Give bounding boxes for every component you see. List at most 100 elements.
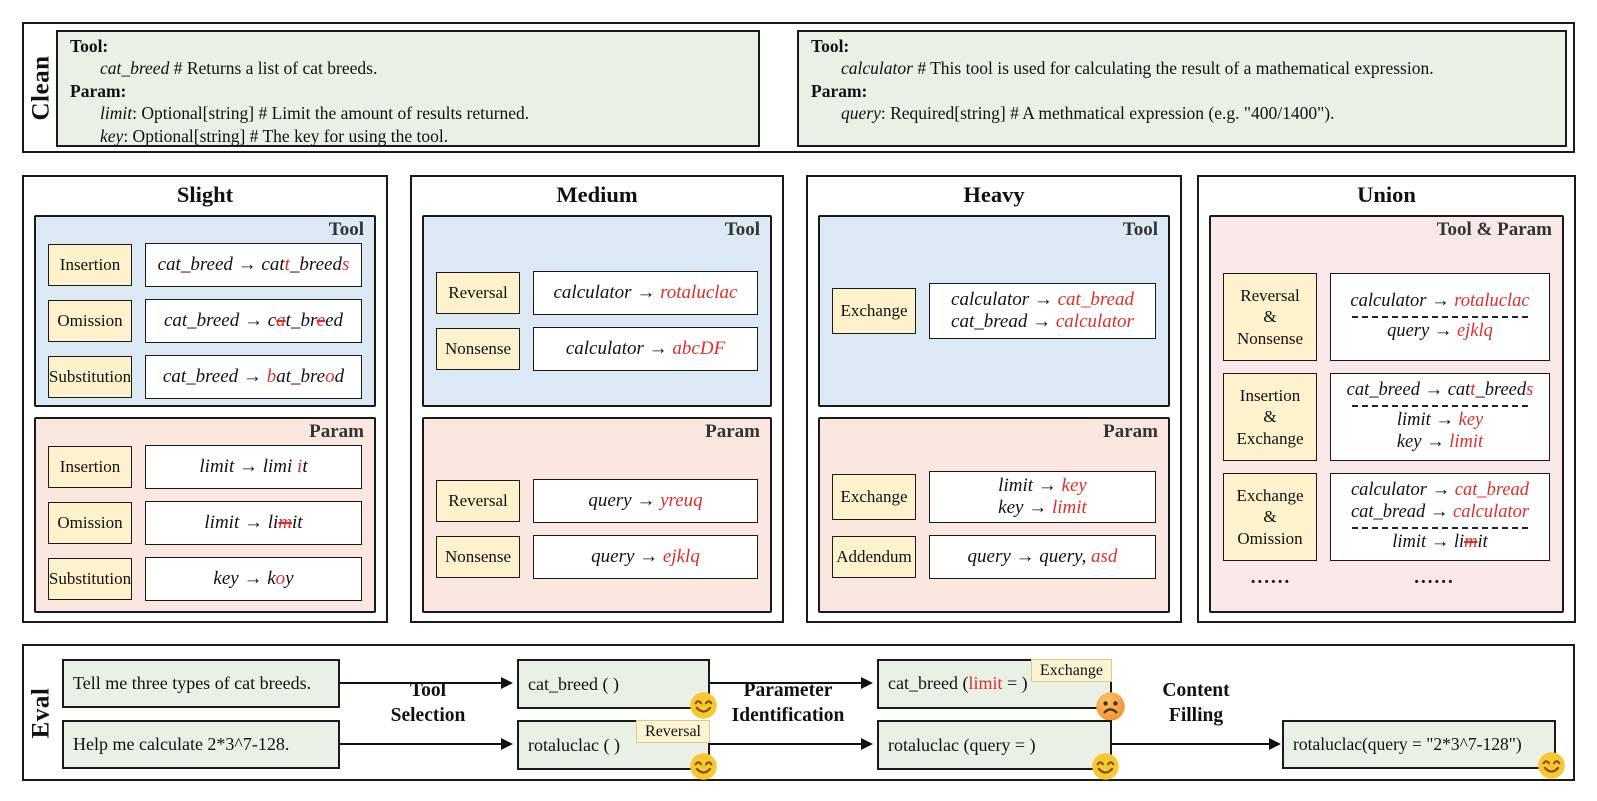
tool-heading: Tool: <box>70 36 109 56</box>
perturbation-row: Exchange & Omission calculator → cat_bre… <box>1223 473 1550 561</box>
perturbation-type-label: Nonsense <box>436 328 520 370</box>
stage-label-parameter-identification: Parameter Identification <box>731 680 845 727</box>
perturbation-type-label: Insertion <box>48 446 132 488</box>
heavy-param-section: Param Exchange limit → key key → limit A… <box>818 417 1170 613</box>
mapping-text: cat_breed → bat_breod <box>162 365 345 387</box>
tool-desc: # Returns a list of cat breeds. <box>169 58 378 79</box>
tool-desc: # This tool is used for calculating the … <box>912 58 1434 79</box>
mapping-box: calculator → cat_bread cat_bread → calcu… <box>1330 473 1550 561</box>
smiley-face-icon <box>690 753 717 780</box>
mapping-text: query → ejklq <box>591 545 700 567</box>
perturbation-type-label: Reversal <box>436 480 520 522</box>
mapping-box: calculator → abcDF <box>533 327 758 371</box>
call-box-cat-breed-limit: cat_breed (limit = ) Exchange <box>877 659 1125 721</box>
mapping-box: query → ejklq <box>533 535 758 579</box>
heavy-panel: Heavy Tool Exchange calculator → cat_bre… <box>806 175 1182 623</box>
section-label: Param <box>309 421 364 442</box>
query-text: Help me calculate 2*3^7-128. <box>73 734 290 754</box>
param-desc: : Optional[string] # Limit the amount of… <box>132 103 530 124</box>
perturbation-type-label: Omission <box>48 502 132 544</box>
perturbation-type-label: Exchange <box>832 474 916 520</box>
stage-label-content-filling: Content Filling <box>1162 680 1230 727</box>
perturbation-row: Reversal & Nonsense calculator → rotaluc… <box>1223 273 1550 361</box>
union-panel: Union Tool & Param Reversal & Nonsense c… <box>1197 175 1576 623</box>
mapping-box: calculator → rotaluclac query → ejklq <box>1330 273 1550 361</box>
slight-panel: Slight Tool Insertion cat_breed → catt_b… <box>22 175 388 623</box>
param-desc: : Required[string] # A methmatical expre… <box>880 103 1335 124</box>
mapping-text: query → yreuq <box>588 489 703 511</box>
perturbation-row: Addendum query → query, asd <box>832 535 1156 579</box>
perturbation-row: Reversal calculator → rotaluclac <box>436 271 758 315</box>
section-label: Tool <box>1122 219 1158 240</box>
mapping-box: limit → limit <box>145 501 362 545</box>
mapping-box: cat_breed → cat_breed <box>145 299 362 343</box>
mapping-text: key → limit <box>998 497 1087 518</box>
call-box-rotaluclac-query: rotaluclac (query = ) <box>877 720 1119 780</box>
param-name: query <box>841 103 881 124</box>
mapping-text: cat_bread → calculator <box>1350 502 1530 523</box>
clean-tool-spec-cat-breed: Tool: cat_breed # Returns a list of cat … <box>56 30 760 147</box>
tool-heading: Tool: <box>811 36 850 56</box>
mapping-box: calculator → cat_bread cat_bread → calcu… <box>929 283 1156 339</box>
mapping-text: limit → key <box>998 474 1087 496</box>
perturbation-row: Substitution cat_breed → bat_breod <box>48 355 362 399</box>
mapping-text: cat_bread → calculator <box>951 311 1134 332</box>
call-text: rotaluclac(query = "2*3^7-128") <box>1293 734 1522 754</box>
mapping-text: calculator → cat_bread <box>951 288 1134 310</box>
divider <box>1351 316 1529 318</box>
mapping-box: limit → key key → limit <box>929 471 1156 523</box>
tool-name: cat_breed <box>100 58 170 79</box>
section-label: Tool & Param <box>1436 219 1552 240</box>
section-label: Param <box>1103 421 1158 442</box>
call-box-rotaluclac-empty: rotaluclac ( ) Reversal <box>517 720 717 780</box>
ellipsis: ...... <box>1414 567 1455 588</box>
perturbation-type-label: Substitution <box>48 356 132 398</box>
param-heading: Param: <box>811 80 868 101</box>
flow-arrow <box>340 737 513 751</box>
perturbation-row: Insertion & Exchange cat_breed → catt_br… <box>1223 373 1550 461</box>
perturbation-tag-exchange: Exchange <box>1030 659 1112 683</box>
mapping-text: calculator → rotaluclac <box>553 281 738 303</box>
perturbation-row: Reversal query → yreuq <box>436 479 758 523</box>
mapping-text: limit → limi it <box>199 455 308 477</box>
medium-panel: Medium Tool Reversal calculator → rotalu… <box>410 175 784 623</box>
ellipsis: ...... <box>1250 567 1292 588</box>
param-name: key <box>100 125 124 146</box>
mapping-box: cat_breed → catt_breeds <box>145 243 362 287</box>
query-box-calculate: Help me calculate 2*3^7-128. <box>62 720 340 769</box>
section-label: Tool <box>328 219 364 240</box>
perturbation-row: Nonsense calculator → abcDF <box>436 327 758 371</box>
mapping-text: calculator → cat_bread <box>1350 480 1530 501</box>
query-box-cat-breeds: Tell me three types of cat breeds. <box>62 659 340 708</box>
call-text: cat_breed ( ) <box>528 673 619 694</box>
call-box-cat-breed-empty: cat_breed ( ) <box>517 659 717 719</box>
smiley-face-icon <box>1538 752 1565 779</box>
tool-name: calculator <box>841 58 913 79</box>
mapping-text: key → koy <box>213 567 294 589</box>
perturbation-type-label: Nonsense <box>436 536 520 578</box>
mapping-text: limit → key <box>1396 410 1484 431</box>
frowning-face-icon <box>1096 692 1125 721</box>
flow-arrow <box>710 676 873 690</box>
divider <box>1351 405 1529 408</box>
perturbation-row: Omission cat_breed → cat_breed <box>48 299 362 343</box>
smiley-face-icon <box>1092 753 1119 780</box>
call-text: cat_breed (limit = ) <box>888 673 1028 694</box>
perturbation-type-label: Omission <box>48 300 132 342</box>
mapping-box: limit → limi it <box>145 445 362 489</box>
perturbation-row: Insertion limit → limi it <box>48 445 362 489</box>
mapping-text: key → limit <box>1396 431 1484 452</box>
slight-param-section: Param Insertion limit → limi it Omission… <box>34 417 376 613</box>
perturbation-row: Insertion cat_breed → catt_breeds <box>48 243 362 287</box>
mapping-box: query → yreuq <box>533 479 758 523</box>
ellipsis-row: ...... ...... <box>1223 567 1550 589</box>
param-desc: : Optional[string] # The key for using t… <box>123 125 449 146</box>
panel-title: Medium <box>556 182 638 207</box>
param-name: limit <box>100 103 133 124</box>
mapping-text: cat_breed → catt_breeds <box>1346 380 1534 401</box>
mapping-text: limit → limit <box>204 511 303 533</box>
call-text: rotaluclac ( ) <box>528 734 620 755</box>
flow-arrow <box>340 676 513 690</box>
call-text: rotaluclac (query = ) <box>888 734 1036 755</box>
union-tool-param-section: Tool & Param Reversal & Nonsense calcula… <box>1209 215 1564 613</box>
